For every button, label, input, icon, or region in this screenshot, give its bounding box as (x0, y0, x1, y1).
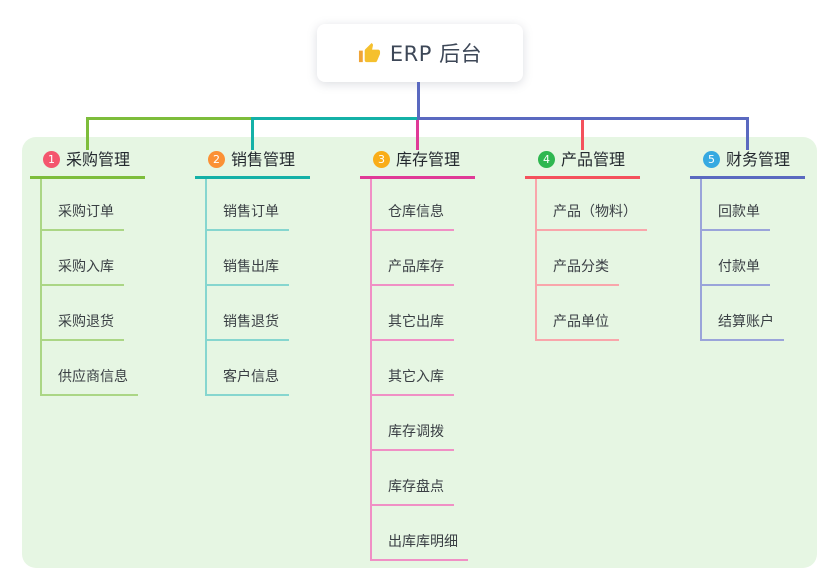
child-node[interactable]: 销售退货 (205, 312, 289, 341)
branch-spine-5 (700, 179, 702, 341)
branch-number-badge: 5 (703, 151, 720, 168)
branch-topic-2[interactable]: 2 销售管理 (195, 149, 310, 179)
branch-topic-label: 产品管理 (561, 150, 626, 169)
branch-topic-label: 销售管理 (231, 150, 296, 169)
child-node[interactable]: 销售订单 (205, 202, 289, 231)
child-node[interactable]: 产品（物料） (535, 202, 647, 231)
branch-topic-1[interactable]: 1 采购管理 (30, 149, 145, 179)
child-node[interactable]: 供应商信息 (40, 367, 138, 396)
branch-spine-2 (205, 179, 207, 396)
child-node[interactable]: 仓库信息 (370, 202, 454, 231)
branch-number-badge: 2 (208, 151, 225, 168)
child-node[interactable]: 采购退货 (40, 312, 124, 341)
child-node[interactable]: 回款单 (700, 202, 770, 231)
child-node[interactable]: 产品库存 (370, 257, 454, 286)
root-connector-stem (417, 82, 420, 120)
connector-drop-1 (86, 117, 89, 150)
branch-topic-4[interactable]: 4 产品管理 (525, 149, 640, 179)
child-node[interactable]: 其它出库 (370, 312, 454, 341)
branch-topic-label: 财务管理 (726, 150, 791, 169)
branch-number-badge: 4 (538, 151, 555, 168)
branch-topic-5[interactable]: 5 财务管理 (690, 149, 805, 179)
child-node[interactable]: 出库库明细 (370, 532, 468, 561)
branch-spine-1 (40, 179, 42, 396)
child-node[interactable]: 付款单 (700, 257, 770, 286)
branches-panel-background (22, 137, 817, 568)
thumbs-up-icon (358, 42, 381, 65)
branch-number-badge: 3 (373, 151, 390, 168)
connector-horizontal-3 (417, 117, 749, 120)
branch-spine-3 (370, 179, 372, 561)
child-node[interactable]: 结算账户 (700, 312, 784, 341)
child-node[interactable]: 库存调拨 (370, 422, 454, 451)
connector-horizontal-2 (251, 117, 420, 120)
child-node[interactable]: 产品分类 (535, 257, 619, 286)
connector-drop-2 (251, 117, 254, 150)
connector-drop-5 (746, 117, 749, 150)
child-node[interactable]: 产品单位 (535, 312, 619, 341)
child-node[interactable]: 库存盘点 (370, 477, 454, 506)
child-node[interactable]: 采购订单 (40, 202, 124, 231)
child-node[interactable]: 其它入库 (370, 367, 454, 396)
child-node[interactable]: 销售出库 (205, 257, 289, 286)
connector-horizontal-1 (87, 117, 254, 120)
branch-spine-4 (535, 179, 537, 341)
branch-topic-label: 库存管理 (396, 150, 461, 169)
connector-drop-4 (581, 117, 584, 150)
root-node-label: ERP 后台 (389, 42, 483, 66)
root-node[interactable]: ERP 后台 (317, 24, 523, 82)
connector-drop-3 (416, 117, 419, 150)
branch-topic-label: 采购管理 (66, 150, 131, 169)
child-node[interactable]: 采购入库 (40, 257, 124, 286)
child-node[interactable]: 客户信息 (205, 367, 289, 396)
branch-topic-3[interactable]: 3 库存管理 (360, 149, 475, 179)
branch-number-badge: 1 (43, 151, 60, 168)
